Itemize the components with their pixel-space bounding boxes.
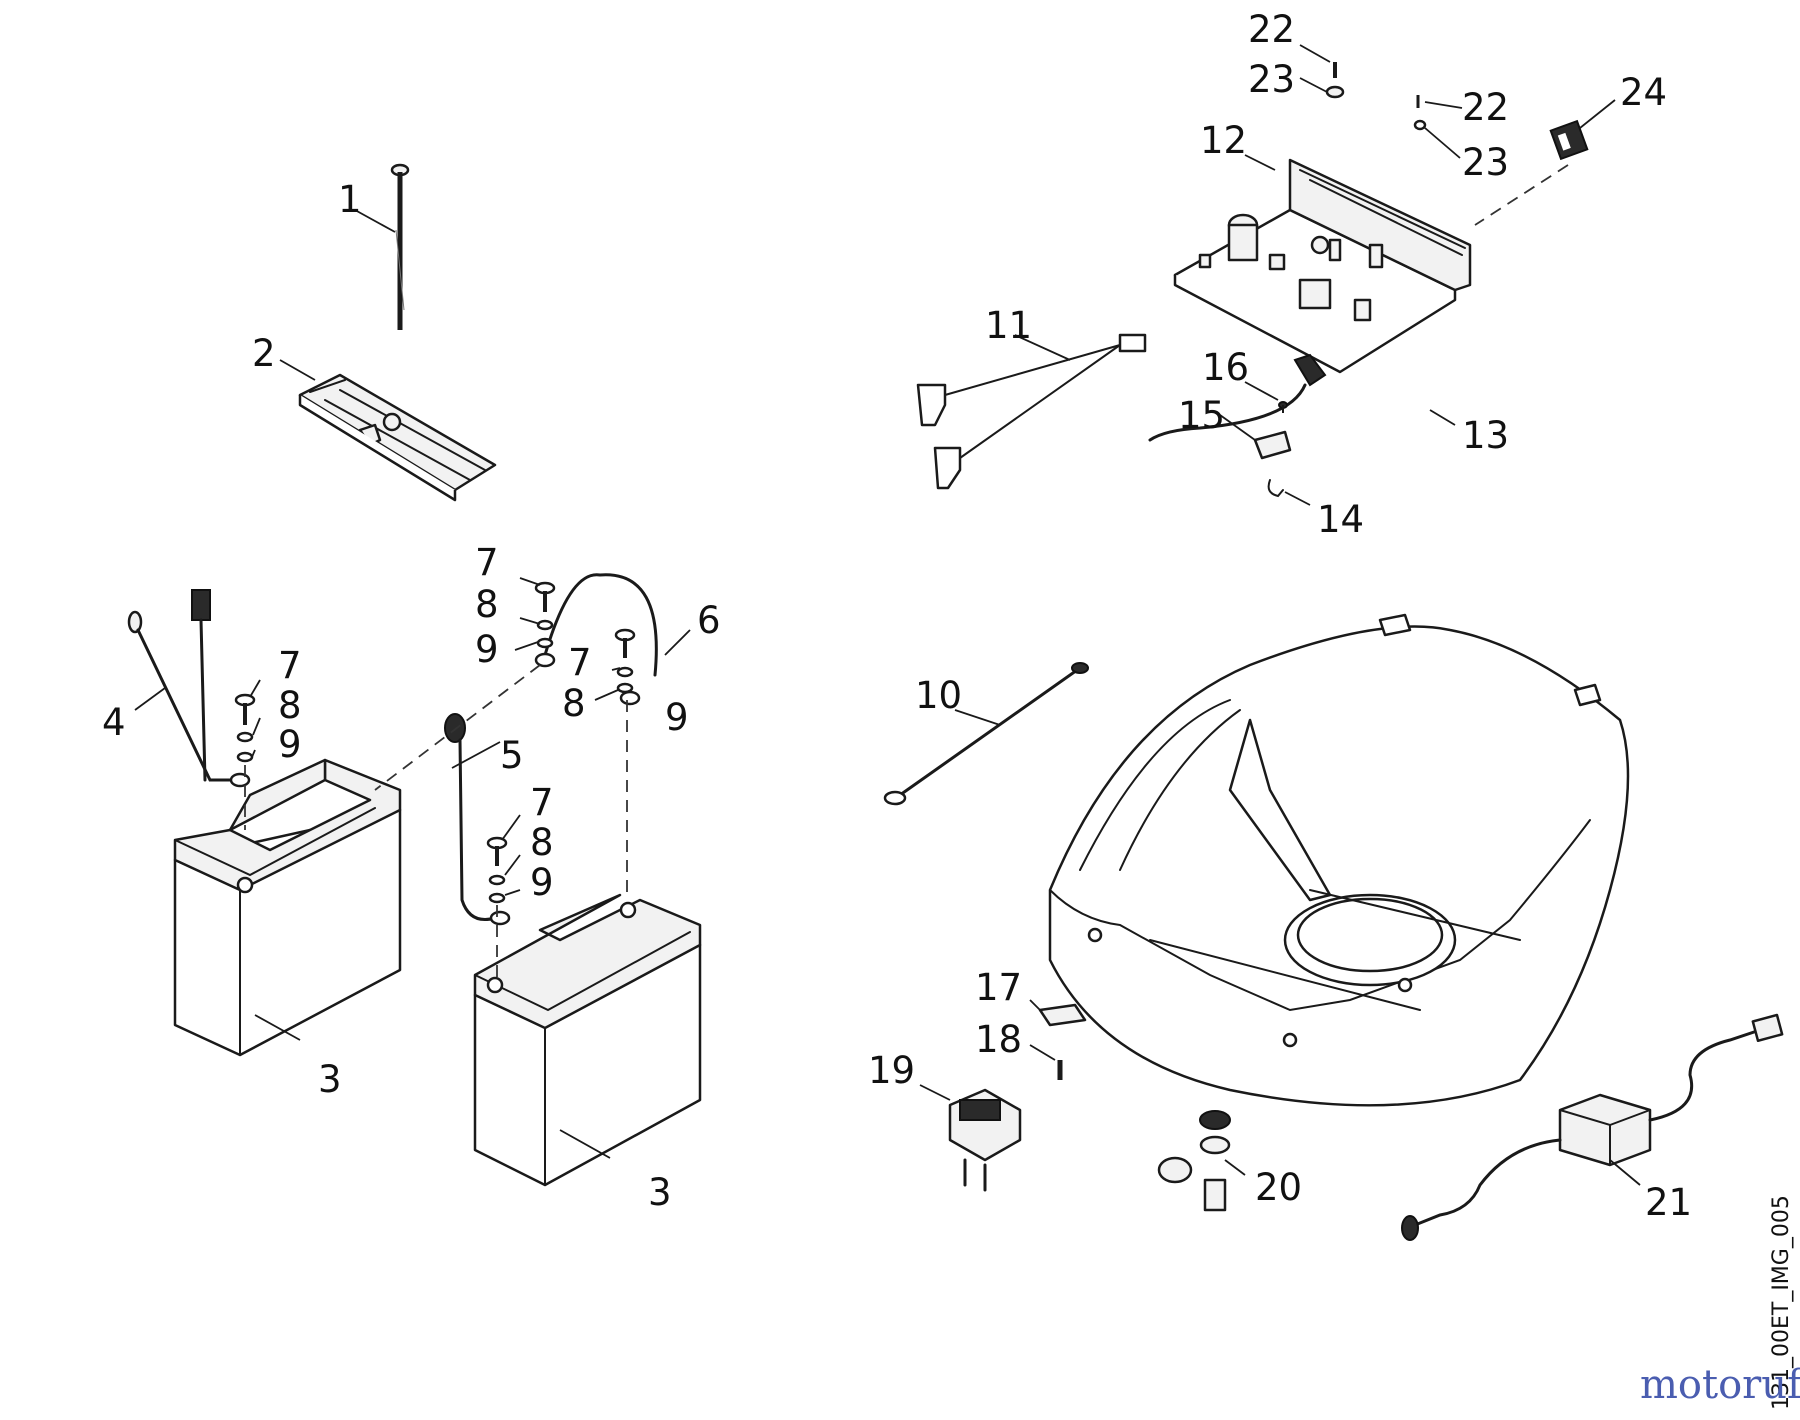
callout-3-right: 3 [648, 1171, 672, 1214]
callout-17: 17 [975, 966, 1022, 1009]
callout-3-left: 3 [318, 1058, 342, 1101]
part-10-cable [883, 662, 1089, 806]
callout-22-right: 22 [1462, 86, 1509, 129]
part-20-socket [1157, 1110, 1231, 1212]
part-16-screw [1278, 401, 1288, 413]
callout-13: 13 [1462, 414, 1509, 457]
part-5-cable [444, 713, 511, 926]
callout-labels: 1 2 3 3 4 5 6 7 8 9 7 8 9 7 8 9 7 8 9 10… [102, 8, 1692, 1224]
part-24-fuse [1549, 119, 1589, 161]
callout-22-top: 22 [1248, 8, 1295, 51]
image-code: 131_00ET_IMG_005 [1769, 1195, 1794, 1410]
callout-14: 14 [1317, 498, 1364, 541]
part-3-battery-left [173, 758, 402, 1057]
callout-9-left: 9 [278, 723, 302, 766]
callout-23-right: 23 [1462, 141, 1509, 184]
part-21-charger [1401, 1013, 1784, 1241]
part-6-jumper [534, 573, 658, 706]
callout-9-right: 9 [665, 696, 689, 739]
part-23-washer-right [1413, 119, 1427, 131]
callout-15: 15 [1178, 394, 1225, 437]
callout-20: 20 [1255, 1166, 1302, 1209]
callout-8-right: 8 [562, 682, 586, 725]
callout-19: 19 [868, 1049, 915, 1092]
part-12-control-board [1173, 158, 1472, 374]
part-2-bracket [298, 373, 497, 502]
callout-8-center: 8 [475, 583, 499, 626]
hardware-stack-lower [486, 836, 508, 904]
callout-11: 11 [985, 304, 1032, 347]
svg-text:motoruf.: motoruf. [1640, 1362, 1800, 1408]
callout-5: 5 [500, 734, 524, 777]
part-19-switch [948, 1088, 1022, 1192]
callout-8-lower: 8 [530, 821, 554, 864]
part-17-plate [1038, 1003, 1087, 1027]
part-14-clip [1267, 479, 1284, 498]
part-11-harness [916, 333, 1147, 490]
brand-text: motoruf [1640, 1362, 1800, 1408]
callout-18: 18 [975, 1018, 1022, 1061]
callout-1: 1 [338, 178, 362, 221]
callout-12: 12 [1200, 119, 1247, 162]
hardware-stack-right [614, 628, 636, 694]
callout-2: 2 [252, 332, 276, 375]
callout-9-lower: 9 [530, 861, 554, 904]
motoruf-watermark: motoruf. [1640, 1362, 1800, 1408]
part-1-rod [390, 163, 410, 330]
part-13-cable [1148, 353, 1327, 442]
callout-23-top: 23 [1248, 58, 1295, 101]
callout-4: 4 [102, 701, 126, 744]
callout-6: 6 [697, 599, 721, 642]
hardware-stack-center [534, 581, 556, 649]
callout-7-lower: 7 [530, 781, 554, 824]
hardware-stack-left [234, 693, 256, 763]
part-23-washer-top [1325, 85, 1345, 99]
callout-10: 10 [915, 674, 962, 717]
callout-8-left: 8 [278, 684, 302, 727]
housing-cover [1048, 613, 1630, 1107]
part-15-plate [1253, 430, 1292, 460]
callout-21: 21 [1645, 1181, 1692, 1224]
part-3-battery-right [473, 893, 702, 1187]
part-4-cable [127, 589, 251, 788]
callout-24: 24 [1620, 71, 1667, 114]
callout-16: 16 [1202, 346, 1249, 389]
callout-9-center: 9 [475, 628, 499, 671]
callout-7-left: 7 [278, 644, 302, 687]
callout-7-center: 7 [475, 541, 499, 584]
callout-7-right: 7 [568, 641, 592, 684]
leader-lines [134, 44, 1641, 1186]
